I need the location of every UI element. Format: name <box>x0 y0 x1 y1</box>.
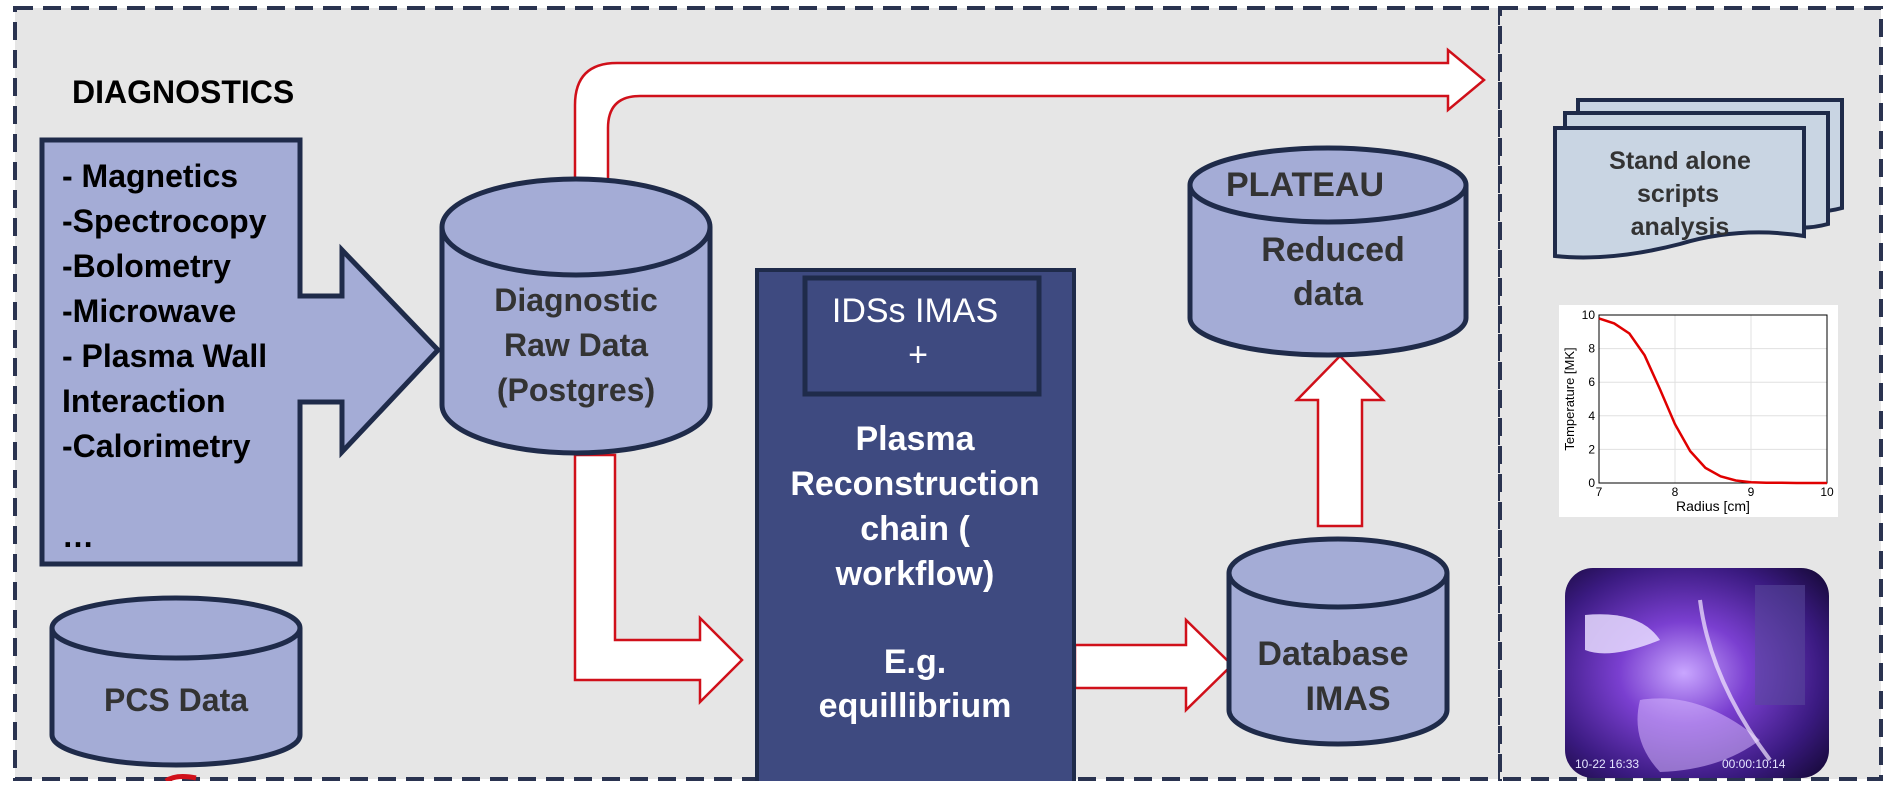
reconstruction-label: workflow) <box>835 555 995 593</box>
temperature-plot: 7 8 9 10 0 2 4 6 8 10 Radius [cm] Temperature [MK… <box>1559 305 1838 517</box>
plot-xtick-label: 7 <box>1596 485 1603 499</box>
plot-ytick-label: 10 <box>1582 308 1596 322</box>
diagnostics-item: - Magnetics <box>62 158 238 194</box>
diagnostics-title: DIAGNOSTICS <box>72 74 294 110</box>
plot-xtick-label: 10 <box>1820 485 1834 499</box>
database-cylinder: Database IMAS <box>1226 536 1450 747</box>
plateau-cylinder: PLATEAU Reduced data <box>1187 145 1469 358</box>
diagnostics-item: -Microwave <box>62 293 236 329</box>
scripts-label: Stand alone <box>1609 147 1751 175</box>
diagnostics-item: … <box>62 518 94 554</box>
plot-ylabel: Temperature [MK] <box>1562 347 1577 450</box>
plot-frame <box>1598 314 1828 484</box>
raw-data-cylinder: Diagnostic Raw Data (Postgres) <box>439 176 713 456</box>
pcs-cylinder: PCS Data <box>49 595 303 768</box>
ids-imas-box <box>802 275 1042 397</box>
diagnostics-list: - Magnetics -Spectrocopy -Bolometry -Mic… <box>62 158 267 554</box>
scripts-documents: Stand alone scripts analysis <box>1553 98 1844 260</box>
plateau-body: data <box>1293 275 1364 313</box>
plot-ytick-label: 4 <box>1588 409 1595 423</box>
diagnostics-item: - Plasma Wall <box>62 338 267 374</box>
plot-ytick-label: 8 <box>1588 342 1595 356</box>
ids-imas-label: IDSs IMAS <box>832 292 998 330</box>
plot-ytick-label: 0 <box>1588 476 1595 490</box>
plot-xlabel: Radius [cm] <box>1676 498 1750 514</box>
diagnostics-item: -Bolometry <box>62 248 231 284</box>
flow-arrow-to-reconstruction <box>573 453 744 706</box>
reconstruction-label: Plasma <box>855 420 975 458</box>
ids-imas-plus: + <box>908 336 928 374</box>
reconstruction-label: E.g. <box>884 643 946 681</box>
plot-background <box>1559 305 1838 517</box>
pcs-label: PCS Data <box>104 682 248 718</box>
diagnostics-arrow <box>39 137 442 567</box>
scripts-label: analysis <box>1631 213 1730 241</box>
database-label: IMAS <box>1306 680 1391 718</box>
plasma-photo: 10-22 16:33 00:00:10:14 <box>1565 568 1829 778</box>
raw-data-label: Raw Data <box>504 327 648 363</box>
scripts-label: scripts <box>1637 180 1719 208</box>
plateau-title: PLATEAU <box>1226 166 1384 204</box>
plot-ytick-label: 6 <box>1588 375 1595 389</box>
raw-data-label: Diagnostic <box>494 282 658 318</box>
photo-timestamp-right: 00:00:10:14 <box>1722 757 1786 771</box>
reconstruction-box: IDSs IMAS + Plasma Reconstruction chain … <box>755 268 1076 786</box>
plot-xtick-label: 9 <box>1748 485 1755 499</box>
plot-xtick-label: 8 <box>1672 485 1679 499</box>
plot-ytick-label: 2 <box>1588 442 1595 456</box>
database-label: Database <box>1257 635 1408 673</box>
diagnostics-item: -Spectrocopy <box>62 203 267 239</box>
flow-arrow-to-plateau <box>1294 354 1386 528</box>
red-arc-fragment <box>164 774 197 784</box>
reconstruction-label: chain ( <box>860 510 970 548</box>
reconstruction-label: Reconstruction <box>790 465 1039 503</box>
diagnostics-item: Interaction <box>62 383 226 419</box>
diagnostics-item: -Calorimetry <box>62 428 251 464</box>
flow-arrow-to-analysis <box>573 47 1486 185</box>
temperature-curve <box>1598 317 1827 485</box>
reconstruction-label: equillibrium <box>819 687 1012 725</box>
plateau-body: Reduced <box>1261 231 1405 269</box>
photo-timestamp-left: 10-22 16:33 <box>1575 757 1639 771</box>
flow-arrow-to-database <box>1073 617 1234 713</box>
raw-data-label: (Postgres) <box>497 372 655 408</box>
